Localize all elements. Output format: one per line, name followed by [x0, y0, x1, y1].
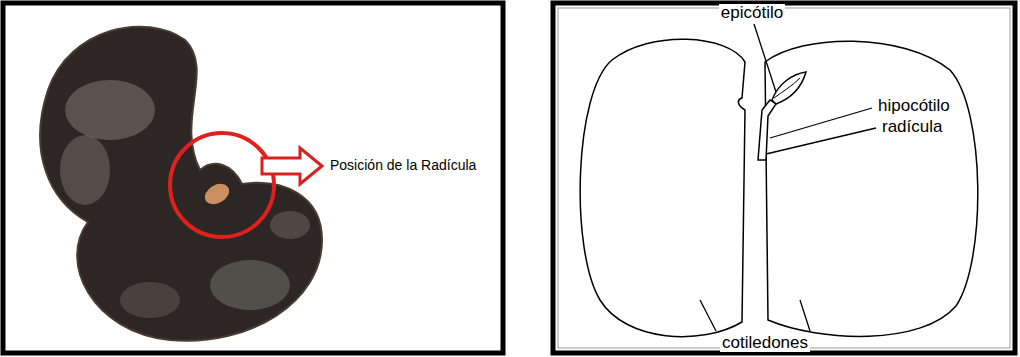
leaf-vein	[774, 78, 800, 98]
leader-line	[700, 300, 716, 331]
cotyledon-outline	[765, 41, 978, 336]
seed-texture	[65, 80, 155, 140]
seed-texture	[120, 282, 180, 318]
leader-line	[766, 128, 876, 154]
panel-inner-frame	[558, 8, 1010, 348]
seed-texture	[210, 260, 290, 310]
part-label: cotiledones	[720, 334, 810, 353]
callout-arrow	[262, 148, 322, 184]
panel-frame	[3, 3, 503, 353]
leader-line	[800, 300, 810, 331]
leader-line	[770, 108, 872, 138]
hypocotyl-shape	[758, 100, 776, 160]
cotyledon-outline	[580, 39, 745, 337]
epicotyl-leaf	[772, 72, 806, 104]
seed-texture	[60, 135, 110, 205]
part-label: hipocótilo	[876, 97, 952, 116]
part-label: epicótilo	[719, 4, 785, 23]
radicle-patch	[201, 180, 233, 209]
seed-texture	[270, 211, 310, 239]
highlight-circle	[170, 133, 274, 237]
seed-photo	[40, 27, 322, 341]
panel-frame	[553, 3, 1015, 353]
callout-label: Posición de la Radícula	[328, 158, 478, 173]
leader-line	[754, 24, 776, 92]
part-label: radícula	[880, 118, 944, 137]
